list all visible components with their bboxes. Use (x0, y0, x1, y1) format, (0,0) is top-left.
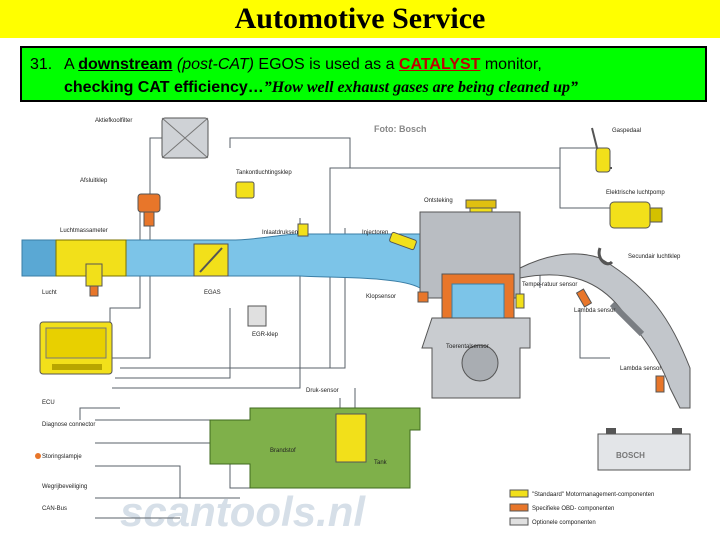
intake-duct (21, 233, 441, 289)
shutoff-valve (137, 193, 161, 227)
label-elektrische-luchtpomp: Elektrische luchtpomp (606, 190, 665, 196)
caption-part3: monitor, (480, 56, 542, 73)
caption-cat-efficiency: checking CAT efficiency (64, 79, 248, 96)
tank-vent-valve (235, 181, 255, 199)
caption-number: 31. (30, 56, 53, 73)
secondary-air-valve (597, 247, 614, 266)
legend-label-obd: Specifieke OBD- componenten (532, 506, 614, 512)
label-lambda-sensor-2: Lambda sensor (620, 366, 661, 372)
egr-valve (247, 305, 267, 327)
label-luchtmassameter: Luchtmassameter (60, 228, 108, 234)
engine-diagram: scantools.nl Foto: Bosch Aktiefkoolfilte… (0, 108, 720, 540)
watermark: scantools.nl (120, 488, 366, 535)
lambda-sensor-upstream (575, 288, 593, 308)
label-secundair-luchtklep: Secundair luchtklep (628, 254, 681, 260)
title-bar: Automotive Service (0, 0, 720, 38)
caption-catalyst: CATALYST (398, 56, 481, 73)
egas-throttle (193, 243, 229, 277)
engine-diagram-svg: scantools.nl Foto: Bosch Aktiefkoolfilte… (21, 117, 691, 535)
caption-post-cat: (post-CAT) (172, 56, 254, 73)
gas-pedal (591, 127, 612, 173)
label-brandstof: Brandstof (270, 448, 296, 454)
label-egr-klep: EGR-klep (252, 332, 279, 338)
legend-label-optional: Optionele componenten (532, 520, 596, 526)
label-egas: EGAS (204, 290, 221, 296)
page-title: Automotive Service (234, 2, 486, 35)
air-mass-sensor (85, 263, 103, 297)
caption-ellipsis: … (247, 79, 264, 96)
label-tankontluchtingsklep: Tankontluchtingsklep (236, 170, 292, 176)
label-afsluitklep: Afsluitklep (80, 178, 108, 184)
caption-part2: EGOS is used as a (253, 56, 399, 73)
photo-credit: Foto: Bosch (374, 124, 427, 134)
caption-line-1: 31. A downstream (post-CAT) EGOS is used … (30, 53, 697, 76)
label-lambda-sensor-1: Lambda sensor (574, 308, 615, 314)
label-diagnose-connector: Diagnose connector (42, 422, 95, 428)
label-druksensor: Druk-sensor (306, 388, 339, 394)
knock-sensor (417, 291, 429, 303)
battery (597, 428, 691, 471)
ecu-box (39, 321, 113, 375)
injector (389, 231, 417, 251)
caption-line-2: checking CAT efficiency…”How well exhaus… (30, 76, 697, 99)
label-ontsteking: Ontsteking (424, 198, 453, 204)
legend: "Standaard" Motormanagement-componenten … (509, 489, 654, 526)
caption-part1: A (64, 56, 79, 73)
label-injectoren: Injectoren (362, 230, 388, 236)
caption-quote: ”How well exhaust gases are being cleane… (263, 79, 578, 96)
legend-swatch-optional (509, 517, 529, 526)
label-lucht: Lucht (42, 290, 57, 296)
label-can-bus: CAN-Bus (42, 506, 67, 512)
label-storingslampje: Storingslampje (42, 454, 82, 460)
label-wegrijbeveiliging: Wegrijbeveiliging (42, 484, 87, 490)
legend-swatch-obd (509, 503, 529, 512)
label-klopsensor: Klopsensor (366, 294, 396, 300)
malfunction-lamp-icon (35, 453, 41, 459)
fuel-tank (209, 407, 421, 489)
electric-air-pump (609, 201, 663, 229)
caption-box: 31. A downstream (post-CAT) EGOS is used … (20, 46, 707, 102)
carbon-filter (161, 117, 209, 159)
legend-label-standard: "Standaard" Motormanagement-componenten (532, 492, 654, 498)
label-temperatuursensor: Tempe-ratuur sensor (522, 282, 577, 288)
temperature-sensor (515, 293, 525, 309)
label-tank: Tank (374, 460, 388, 466)
exhaust-pipe (519, 253, 691, 409)
engine-block (419, 211, 531, 399)
label-toerentalsensor: Toerentalsensor (446, 344, 489, 350)
battery-label: BOSCH (616, 451, 645, 460)
label-ecu: ECU (42, 400, 55, 406)
lambda-sensor-downstream (655, 375, 665, 393)
label-aktiefkoolfilter: Aktiefkoolfilter (95, 118, 132, 124)
label-inlaatdruksensor: Inlaatdruksensor (262, 230, 306, 236)
intake-pressure-sensor (297, 223, 309, 237)
legend-swatch-standard (509, 489, 529, 498)
label-gaspedaal: Gaspedaal (612, 128, 641, 134)
caption-downstream: downstream (78, 56, 173, 73)
